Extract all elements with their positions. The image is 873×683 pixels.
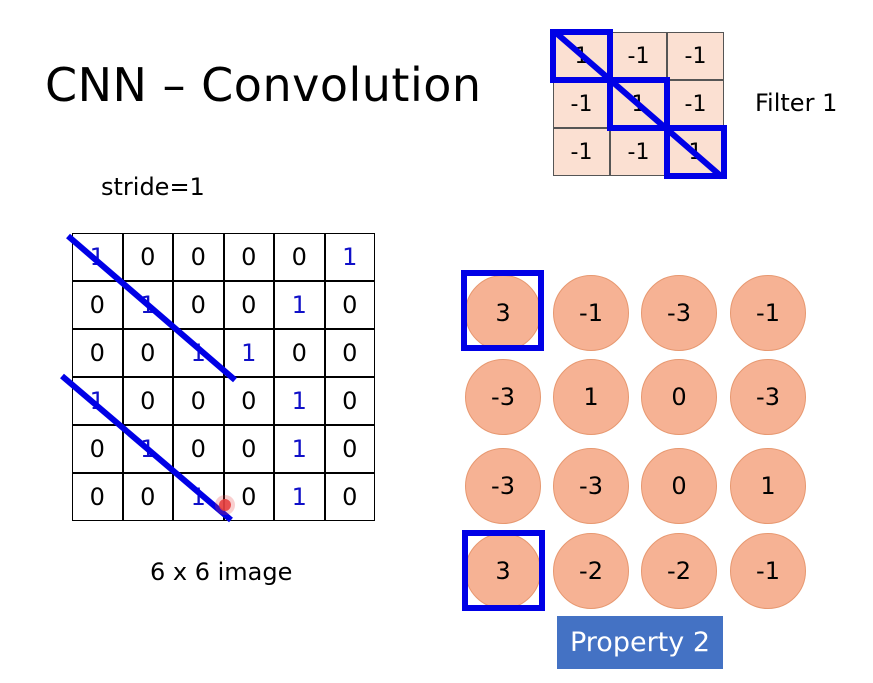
filter-cell: -1 — [610, 128, 667, 176]
image-cell: 1 — [324, 233, 375, 281]
filter-cell: -1 — [667, 80, 724, 128]
image-cell: 0 — [122, 329, 173, 377]
image-cell: 0 — [223, 473, 274, 521]
image-cell: 1 — [122, 281, 173, 329]
filter-cell: 1 — [667, 128, 724, 176]
image-cell: 0 — [223, 425, 274, 473]
image-cell: 0 — [324, 329, 375, 377]
feature-value: 0 — [641, 359, 717, 435]
image-cell: 0 — [223, 281, 274, 329]
image-cell: 0 — [324, 425, 375, 473]
image-cell: 0 — [223, 233, 274, 281]
image-cell: 1 — [122, 425, 173, 473]
filter-cell: -1 — [553, 80, 610, 128]
feature-value: 1 — [553, 359, 629, 435]
feature-value: -3 — [465, 359, 541, 435]
image-cell: 0 — [72, 425, 123, 473]
image-cell: 0 — [223, 377, 274, 425]
stride-label: stride=1 — [101, 173, 205, 201]
image-cell: 0 — [122, 377, 173, 425]
image-cell: 0 — [173, 425, 224, 473]
image-cell: 0 — [274, 329, 325, 377]
property-label-box: Property 2 — [557, 616, 723, 669]
feature-value: 1 — [730, 448, 806, 524]
image-cell: 0 — [72, 281, 123, 329]
image-cell: 0 — [122, 473, 173, 521]
filter-cell: -1 — [553, 128, 610, 176]
image-cell: 0 — [324, 377, 375, 425]
filter-cell: -1 — [667, 32, 724, 80]
image-cell: 1 — [173, 473, 224, 521]
image-cell: 1 — [223, 329, 274, 377]
feature-value: 3 — [465, 275, 541, 351]
image-caption: 6 x 6 image — [150, 558, 293, 586]
image-cell: 0 — [122, 233, 173, 281]
page-title: CNN – Convolution — [45, 58, 482, 112]
image-cell: 0 — [173, 377, 224, 425]
image-cell: 1 — [72, 233, 123, 281]
image-cell: 1 — [72, 377, 123, 425]
feature-value: -1 — [553, 275, 629, 351]
feature-value: -3 — [641, 275, 717, 351]
feature-value: -3 — [553, 448, 629, 524]
feature-value: -2 — [553, 533, 629, 609]
image-cell: 0 — [72, 473, 123, 521]
image-cell: 1 — [274, 377, 325, 425]
feature-value: -1 — [730, 275, 806, 351]
image-cell: 1 — [173, 329, 224, 377]
image-cell: 0 — [324, 473, 375, 521]
filter-cell: 1 — [610, 80, 667, 128]
feature-value: 3 — [465, 533, 541, 609]
filter-caption: Filter 1 — [755, 89, 838, 117]
image-cell: 0 — [72, 329, 123, 377]
feature-value: -3 — [465, 448, 541, 524]
filter-cell: 1 — [553, 32, 610, 80]
feature-value: -2 — [641, 533, 717, 609]
image-cell: 0 — [324, 281, 375, 329]
filter-cell: -1 — [610, 32, 667, 80]
image-cell: 0 — [274, 233, 325, 281]
feature-value: -3 — [730, 359, 806, 435]
image-cell: 1 — [274, 281, 325, 329]
image-cell: 0 — [173, 233, 224, 281]
feature-value: -1 — [730, 533, 806, 609]
feature-value: 0 — [641, 448, 717, 524]
image-cell: 1 — [274, 473, 325, 521]
image-cell: 0 — [173, 281, 224, 329]
image-cell: 1 — [274, 425, 325, 473]
